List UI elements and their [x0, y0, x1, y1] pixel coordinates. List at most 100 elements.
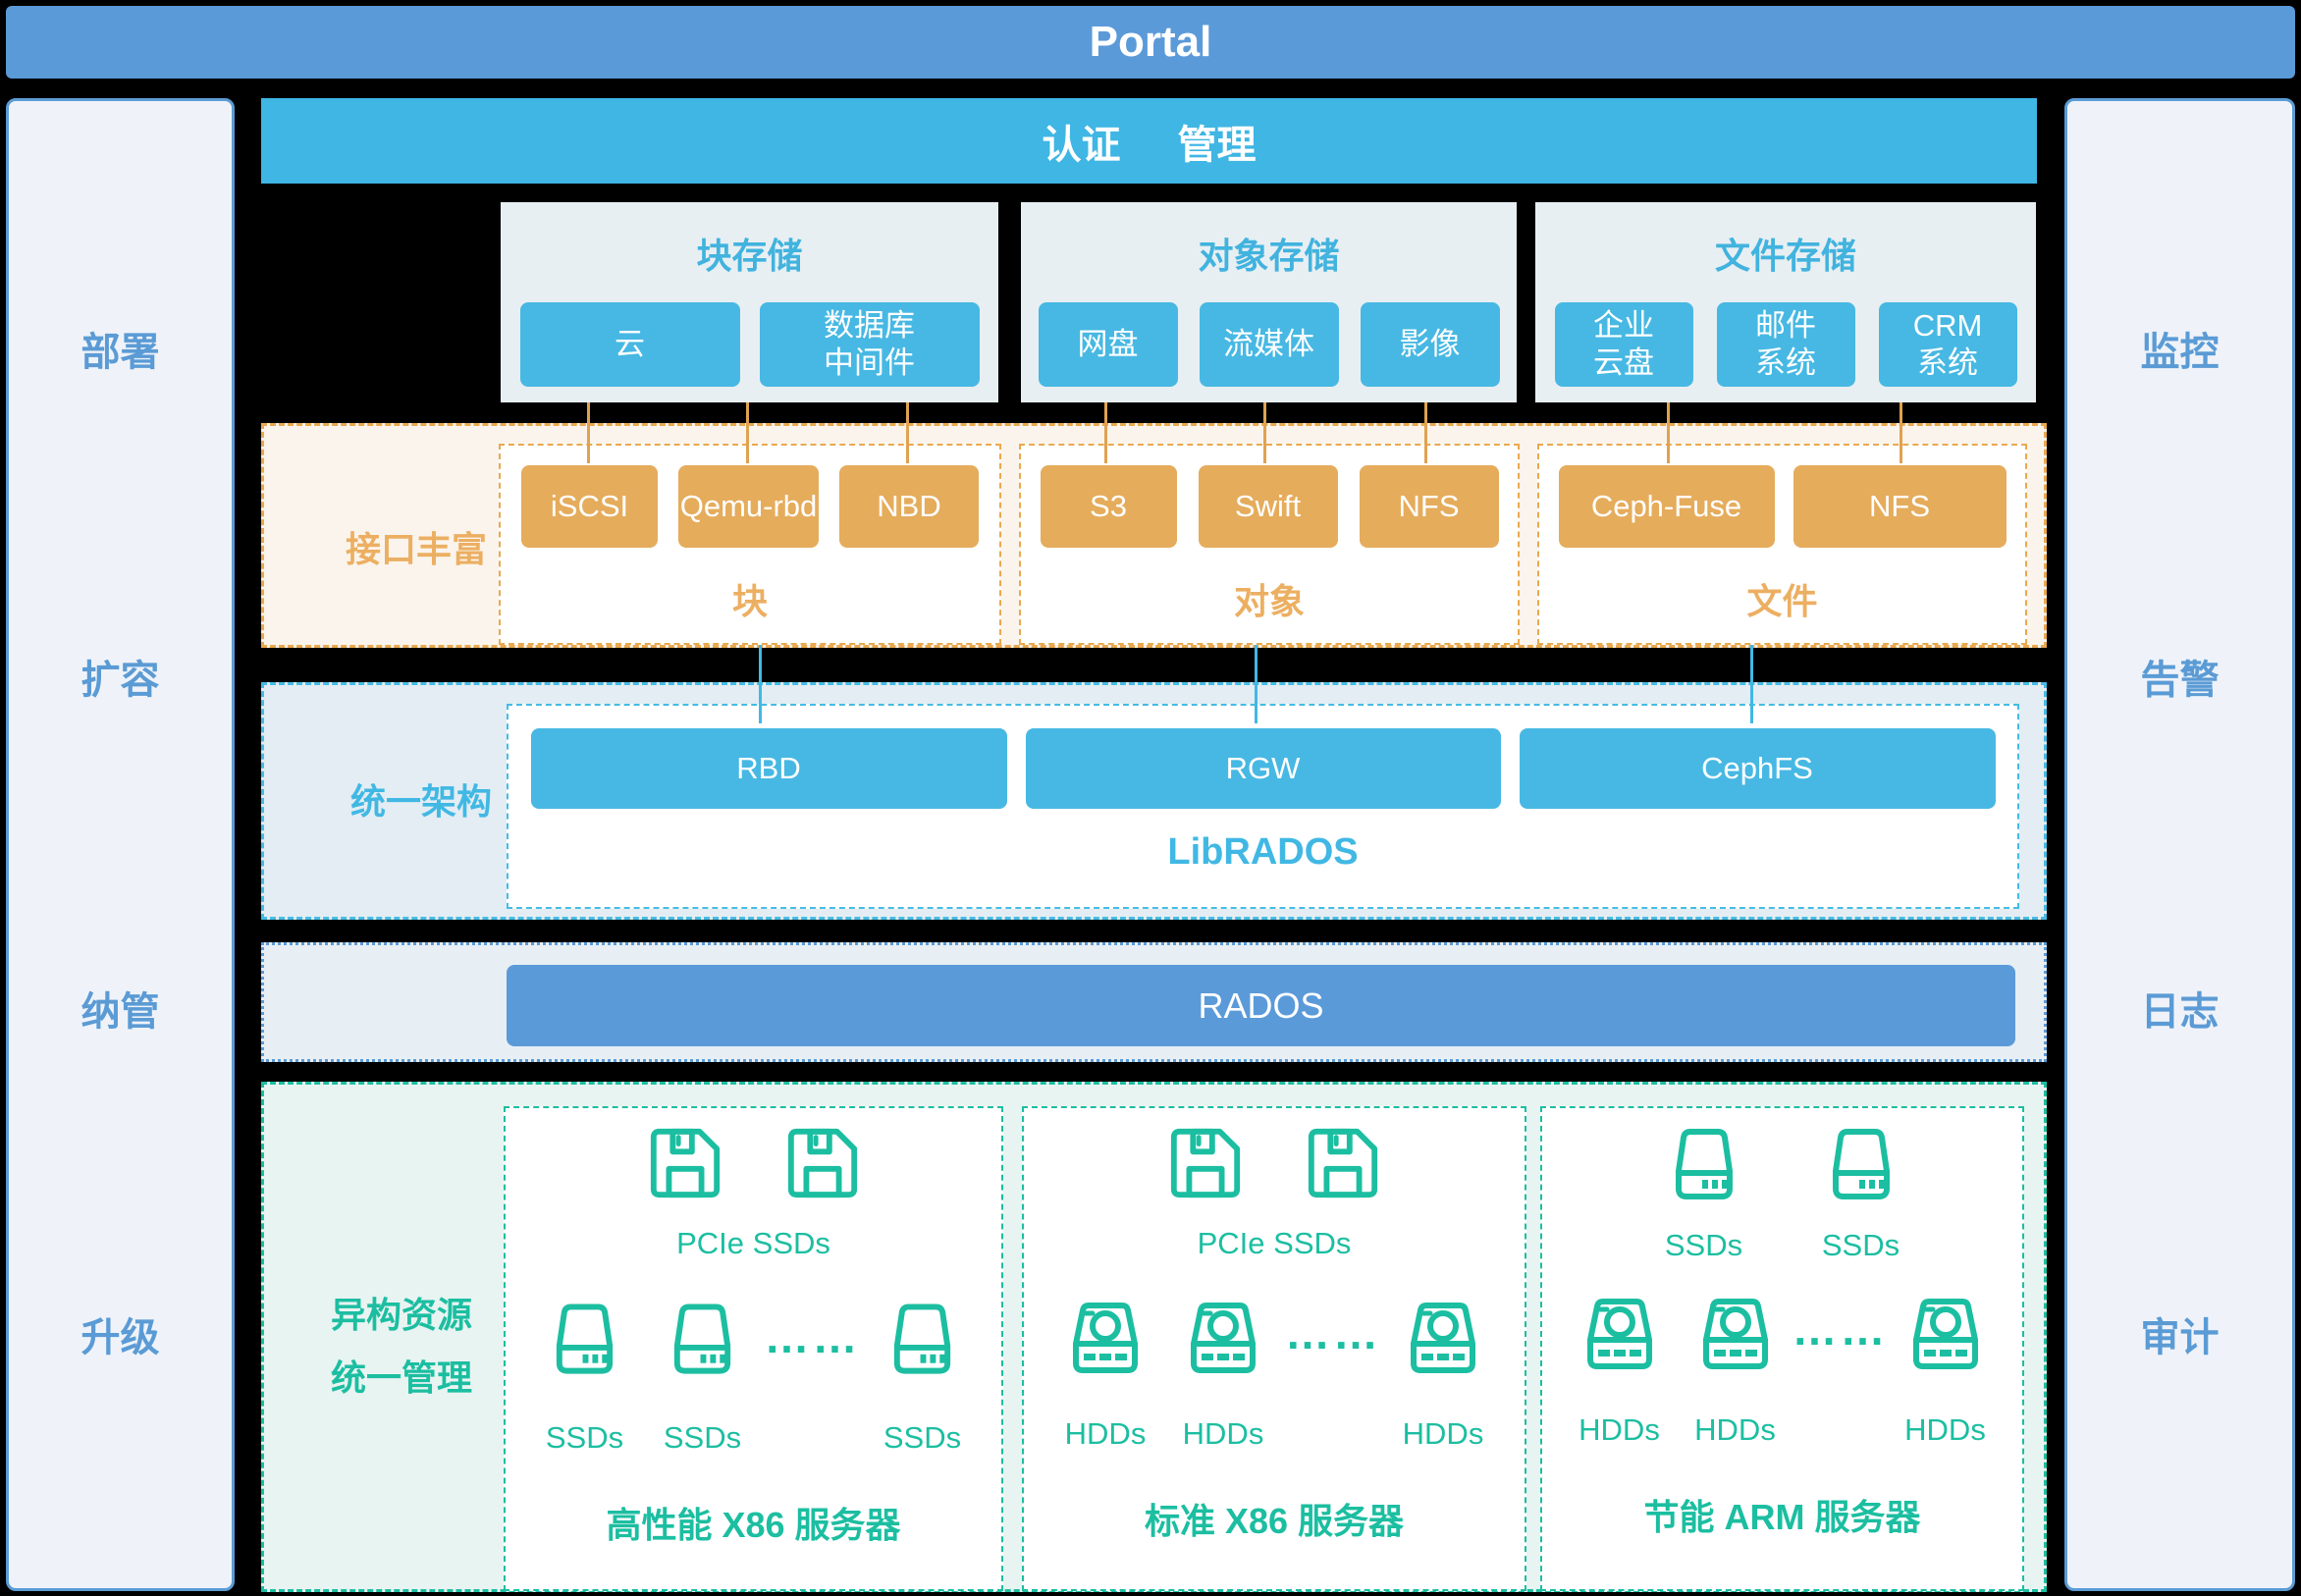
app-button-mail-system: 邮件 系统 [1716, 302, 1855, 387]
file-storage-apps: 企业 云盘 邮件 系统 CRM 系统 [1535, 302, 2036, 387]
rados-label: RADOS [1198, 984, 1324, 1026]
connector-line [1424, 402, 1427, 463]
server-box-arm: SSDs SSDs [1540, 1106, 2024, 1591]
connector-line [759, 645, 762, 723]
interface-button-nfs: NFS [1359, 465, 1499, 548]
interface-group-object: S3 Swift NFS 对象 [1019, 444, 1520, 645]
interface-group-object-label: 对象 [1233, 581, 1305, 621]
left-nav-item-upgrade: 升级 [80, 1316, 160, 1359]
left-nav-item-manage: 纳管 [80, 990, 160, 1034]
ssd-drive-icon [673, 1303, 731, 1374]
server-title: 标准 X86 服务器 [1144, 1501, 1405, 1541]
connector-line [587, 402, 590, 463]
auth-label: 认证 [1042, 123, 1121, 167]
portal-bar: Portal [6, 6, 2295, 79]
drive-item: SSDs [864, 1299, 982, 1456]
app-button-database-middleware: 数据库 中间件 [759, 302, 980, 387]
drive-label: SSDs [1664, 1228, 1743, 1262]
right-nav-item-log: 日志 [2140, 990, 2220, 1034]
unified-architecture-section: 统一架构 RBD RGW CephFS LibRADOS [261, 682, 2047, 920]
ellipsis-dots: …… [1285, 1307, 1381, 1358]
interface-button-qemu-rbd: Qemu-rbd [678, 465, 819, 548]
interface-group-block: iSCSI Qemu-rbd NBD 块 [499, 444, 1001, 645]
left-nav-item-deploy: 部署 [80, 331, 160, 374]
management-label: 管理 [1177, 123, 1257, 167]
drive-item: HDDs [1046, 1299, 1164, 1452]
drive-item: HDDs [1888, 1295, 2004, 1448]
interface-group-block-label: 块 [731, 581, 768, 621]
connector-line [906, 402, 909, 463]
block-storage-title: 块存储 [696, 236, 803, 276]
drive-label: HDDs [1579, 1412, 1660, 1447]
connector-line [1263, 402, 1266, 463]
block-storage-apps: 云 数据库 中间件 [501, 302, 998, 387]
drive-item: SSDs [1635, 1124, 1773, 1263]
app-button-cloud: 云 [519, 302, 740, 387]
drive-item: SSDs [644, 1299, 762, 1456]
server-box-standard-x86: PCIe SSDs HDDs [1022, 1106, 1526, 1591]
drive-label: HDDs [1182, 1416, 1264, 1451]
rados-section: RADOS [261, 942, 2047, 1062]
floppy-disk-icon [787, 1128, 857, 1198]
file-storage-panel: 文件存储 企业 云盘 邮件 系统 CRM 系统 [1535, 202, 2036, 402]
drive-label: HDDs [1904, 1412, 1986, 1447]
service-button-rbd: RBD [530, 728, 1007, 809]
server-title: 节能 ARM 服务器 [1643, 1497, 1921, 1537]
interface-button-ceph-fuse: Ceph-Fuse [1558, 465, 1775, 548]
app-button-imaging: 影像 [1360, 302, 1500, 387]
drive-label: SSDs [1821, 1228, 1900, 1262]
ssd-drive-icon [1832, 1129, 1890, 1199]
interface-button-iscsi: iSCSI [521, 465, 658, 548]
hdd-drive-icon [1191, 1303, 1256, 1373]
service-button-rgw: RGW [1025, 728, 1501, 809]
right-nav-item-alarm: 告警 [2140, 659, 2220, 702]
drive-label: HDDs [1402, 1416, 1484, 1451]
connector-line [1750, 645, 1753, 723]
app-button-streaming: 流媒体 [1199, 302, 1339, 387]
drive-item: HDDs [1678, 1295, 1793, 1448]
pcie-ssds-label: PCIe SSDs [676, 1226, 830, 1260]
drive-item: SSDs [526, 1299, 644, 1456]
right-nav-item-audit: 审计 [2140, 1316, 2220, 1359]
app-button-enterprise-clouddisk: 企业 云盘 [1554, 302, 1693, 387]
resources-label-line1: 异构资源 [330, 1295, 472, 1335]
left-nav-item-expand: 扩容 [80, 659, 160, 702]
object-storage-panel: 对象存储 网盘 流媒体 影像 [1021, 202, 1517, 402]
drive-label: HDDs [1694, 1412, 1776, 1447]
app-button-netdisk: 网盘 [1038, 302, 1178, 387]
librados-container: RBD RGW CephFS LibRADOS [507, 704, 2019, 909]
unified-architecture-label: 统一架构 [349, 781, 492, 822]
interfaces-section-label: 接口丰富 [345, 529, 487, 569]
drive-item: HDDs [1164, 1299, 1282, 1452]
drive-label: HDDs [1064, 1416, 1147, 1451]
resources-section: 异构资源 统一管理 PCIe SSDs [261, 1082, 2047, 1592]
ssd-drive-icon [556, 1303, 614, 1374]
ellipsis-dots: …… [1792, 1303, 1889, 1355]
interface-button-s3: S3 [1040, 465, 1177, 548]
app-button-crm-system: CRM 系统 [1878, 302, 2017, 387]
server-box-highperf-x86: PCIe SSDs SSDs SSDs [504, 1106, 1003, 1591]
connector-line [1255, 645, 1258, 723]
block-storage-panel: 块存储 云 数据库 中间件 [501, 202, 998, 402]
portal-title: Portal [1089, 18, 1212, 66]
hdd-drive-icon [1411, 1303, 1475, 1373]
interface-button-swift: Swift [1198, 465, 1338, 548]
resources-label-line2: 统一管理 [330, 1357, 472, 1398]
drive-label: SSDs [883, 1420, 962, 1455]
pcie-ssds-label: PCIe SSDs [1197, 1226, 1352, 1260]
hdd-drive-icon [1073, 1303, 1138, 1373]
rados-bar: RADOS [507, 965, 2015, 1046]
hdd-drive-icon [1586, 1299, 1652, 1369]
right-nav-item-monitor: 监控 [2140, 331, 2220, 374]
ellipsis-dots: …… [764, 1311, 861, 1362]
interface-button-nfs-file: NFS [1793, 465, 2007, 548]
auth-management-bar: 认证 管理 [261, 98, 2037, 184]
hdd-drive-icon [1912, 1299, 1978, 1369]
server-title: 高性能 X86 服务器 [606, 1505, 901, 1545]
file-storage-title: 文件存储 [1714, 236, 1856, 276]
hdd-drive-icon [1702, 1299, 1768, 1369]
drive-item: HDDs [1384, 1299, 1502, 1452]
drive-label: SSDs [663, 1420, 742, 1455]
right-nav-panel: 监控 告警 日志 审计 [2064, 98, 2295, 1591]
floppy-disk-icon [650, 1128, 720, 1198]
